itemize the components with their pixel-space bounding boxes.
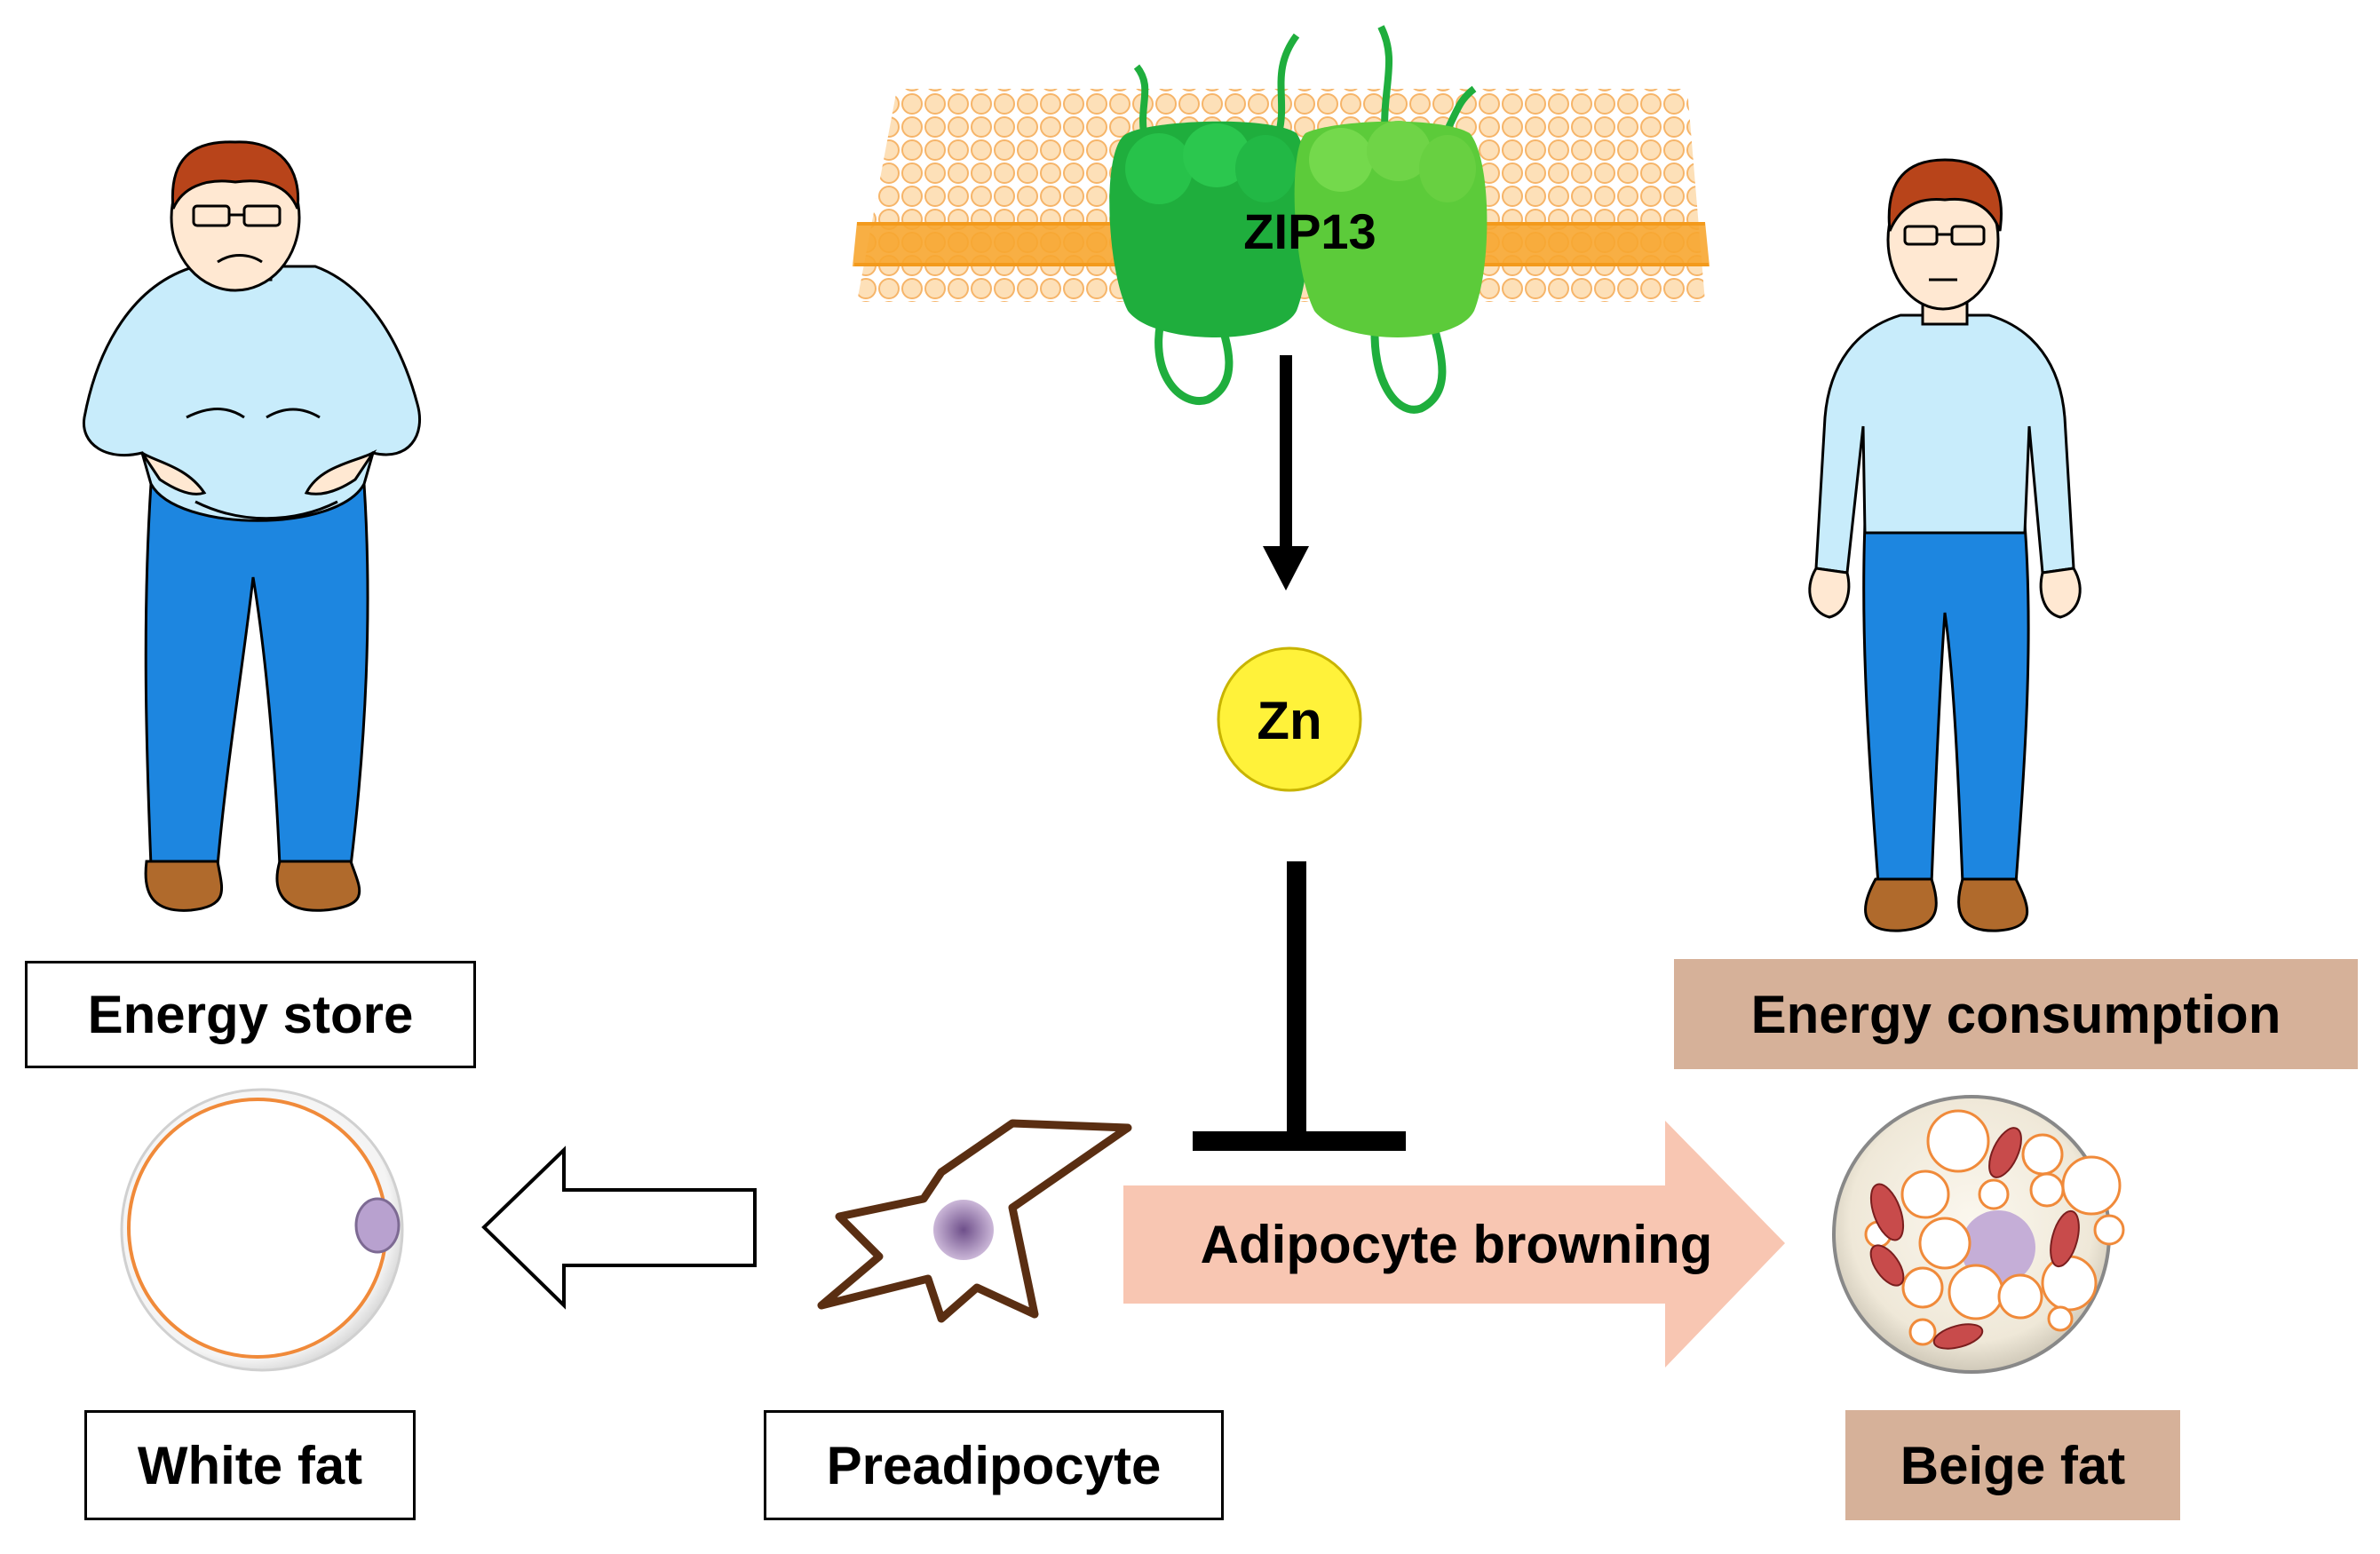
slim-person-figure [1808, 158, 2082, 932]
browning-arrow: Adipocyte browning [1123, 1121, 1785, 1368]
preadipocyte-label: Preadipocyte [764, 1410, 1224, 1520]
white-fat-arrow [481, 1146, 757, 1310]
zinc-ion: Zn [1217, 646, 1362, 792]
zip13-protein: ZIP13 [1109, 25, 1488, 414]
white-fat-cell [120, 1088, 404, 1372]
energy-store-label: Energy store [25, 961, 476, 1068]
obese-person-figure [82, 140, 422, 912]
zip13-label: ZIP13 [1243, 203, 1376, 259]
inhibition-symbol [1193, 861, 1406, 1151]
activation-arrow [1263, 355, 1309, 591]
white-fat-label: White fat [84, 1410, 416, 1520]
energy-consumption-label: Energy consumption [1674, 959, 2358, 1069]
preadipocyte-cell [817, 1119, 1132, 1323]
beige-fat-label: Beige fat [1845, 1410, 2180, 1520]
beige-fat-cell [1832, 1095, 2125, 1374]
browning-label: Adipocyte browning [1201, 1215, 1713, 1274]
zinc-label: Zn [1257, 691, 1321, 750]
